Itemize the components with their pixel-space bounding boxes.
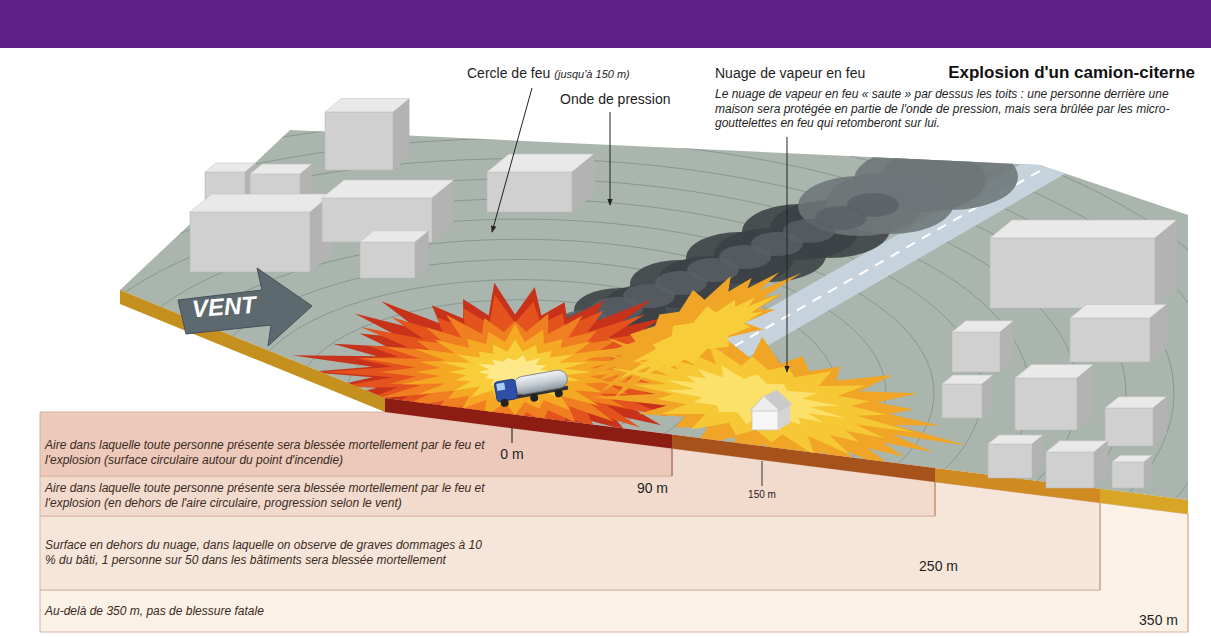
pressure-ring xyxy=(0,78,1211,637)
pressure-ring xyxy=(0,138,1126,637)
pressure-ring xyxy=(0,159,1078,628)
building xyxy=(360,231,429,278)
leader-arrow xyxy=(492,88,532,232)
pressure-ring xyxy=(0,118,1174,637)
building xyxy=(952,321,1014,372)
zone-description: Aire dans laquelle toute personne présen… xyxy=(45,438,485,467)
distance-label: 150 m xyxy=(748,489,776,501)
vapour-flame xyxy=(601,324,923,475)
building xyxy=(942,375,993,418)
vapour-cloud-fire xyxy=(570,241,981,508)
building xyxy=(487,154,594,212)
callout-label: Cercle de feu xyxy=(467,65,550,82)
building xyxy=(1046,441,1108,488)
building xyxy=(1015,365,1094,431)
slab-side xyxy=(120,290,385,412)
building xyxy=(1070,305,1167,363)
diagram-title: Explosion d'un camion-citerne xyxy=(948,63,1195,83)
header-bar xyxy=(0,0,1211,48)
buildings xyxy=(190,99,594,279)
leader-arrow xyxy=(610,112,611,205)
slab-edge xyxy=(1100,489,1188,514)
callout-note: Le nuage de vapeur en feu « saute » par … xyxy=(715,87,1195,131)
zone-description: Aire dans laquelle toute personne présen… xyxy=(45,481,485,510)
zone-description: Surface en dehors du nuage, dans laquell… xyxy=(45,538,485,567)
buildings xyxy=(942,220,1177,488)
building xyxy=(1112,455,1152,488)
distance-label: 90 m xyxy=(637,480,668,497)
callout-label: Onde de pression xyxy=(560,91,671,108)
distance-label: 350 m xyxy=(1139,612,1178,629)
zone-band: Surface en dehors du nuage, dans laquell… xyxy=(45,538,485,567)
building xyxy=(1105,397,1167,446)
callout-note: (jusqu'à 150 m) xyxy=(554,68,629,81)
building xyxy=(988,435,1043,478)
distance-tick xyxy=(762,461,763,486)
zone-band: Aire dans laquelle toute personne présen… xyxy=(45,481,485,510)
leader-arrow xyxy=(787,137,788,372)
distance-label: 250 m xyxy=(919,558,958,575)
vapour-flame xyxy=(660,355,849,444)
wind-label: VENT xyxy=(191,291,257,324)
tanker-truck xyxy=(494,369,571,408)
pressure-ring xyxy=(10,179,1030,607)
zone-description: Au-delà de 350 m, pas de blessure fatale xyxy=(45,604,485,619)
building xyxy=(325,99,410,171)
zone-band: Aire dans laquelle toute personne présen… xyxy=(45,438,485,467)
distance-tick xyxy=(511,428,512,443)
vapour-flame xyxy=(585,305,981,509)
house xyxy=(750,390,792,430)
building xyxy=(190,194,332,272)
pressure-wave-rings xyxy=(0,78,1211,637)
zone-bands xyxy=(40,412,1188,632)
building xyxy=(990,220,1177,308)
callout-label: Nuage de vapeur en feu xyxy=(715,65,865,82)
smoke-puff xyxy=(882,144,1018,210)
flame-layer xyxy=(441,340,593,403)
zone-band: Au-delà de 350 m, pas de blessure fatale xyxy=(45,604,485,619)
pressure-ring xyxy=(0,98,1211,637)
pressure-ring xyxy=(58,199,982,587)
distance-label: 0 m xyxy=(500,446,523,463)
smoke-puff xyxy=(847,193,899,217)
wind-arrow xyxy=(178,268,312,346)
building xyxy=(322,180,454,242)
